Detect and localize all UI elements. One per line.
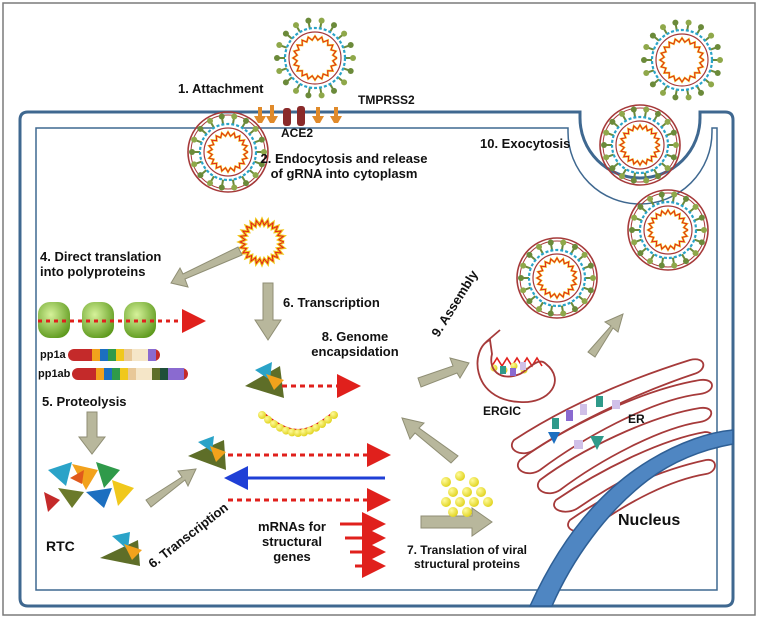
ergic-compartment [476,338,556,403]
rtc-label: RTC [46,538,75,554]
step-10-label: 10. Exocytosis [480,136,571,151]
er-label: ER [628,412,645,426]
nucleus-envelope [528,429,734,607]
arrow-translation-structural [420,507,493,537]
pp1ab-bar [72,368,188,380]
ace2-receptors [283,106,305,126]
mrna-arrows [340,512,386,578]
nucleocapsid-chain [258,411,338,437]
rtc-complex-middle [188,436,226,470]
step-2-label: 2. Endocytosis and release of gRNA into … [260,151,428,181]
virion [274,17,356,99]
protein-fragments [44,462,134,512]
pp1ab-label: pp1ab [38,368,71,380]
step-5-label: 5. Proteolysis [42,394,127,409]
step-4-label: 4. Direct translation into polyproteins [40,249,162,279]
virion [187,111,269,193]
er-membrane-proteins [548,396,620,450]
mrnas-label: mRNAs for structural genes [258,519,326,564]
arrow-to-virion [587,313,624,358]
virion [627,189,709,271]
step-7-label: 7. Translation of viral structural prote… [406,543,528,571]
ace2-label: ACE2 [281,126,314,140]
virion [599,104,681,186]
rtc-complex-bottom [100,532,142,566]
arrow-from-er [401,417,459,464]
ergic-proteins [500,362,526,376]
nucleus-label: Nucleus [618,512,681,529]
pp1a-bar [68,349,160,361]
rtc-complex-top [245,362,284,398]
arrow-transcription-top [254,282,282,341]
virion [516,237,598,319]
ergic-label: ERGIC [483,404,522,418]
arrow-rtc [145,468,197,508]
genomic-rna-ring [236,216,287,268]
cell-membrane [18,110,735,608]
arrow-proteolysis [77,411,107,455]
process-arrows [77,246,624,537]
pp1a-label: pp1a [40,349,66,361]
step-8-label: 8. Genome encapsidation [311,329,399,359]
virions [187,17,723,319]
step-1-label: 1. Attachment [178,81,264,96]
arrow-to-translation [170,246,243,288]
arrow-to-ergic [417,357,470,388]
cell-membrane-inner [35,127,718,591]
tmprss2-receptors [254,105,342,123]
step-6-label-top: 6. Transcription [283,295,380,310]
tmprss2-label: TMPRSS2 [358,93,415,107]
virion [641,19,723,101]
